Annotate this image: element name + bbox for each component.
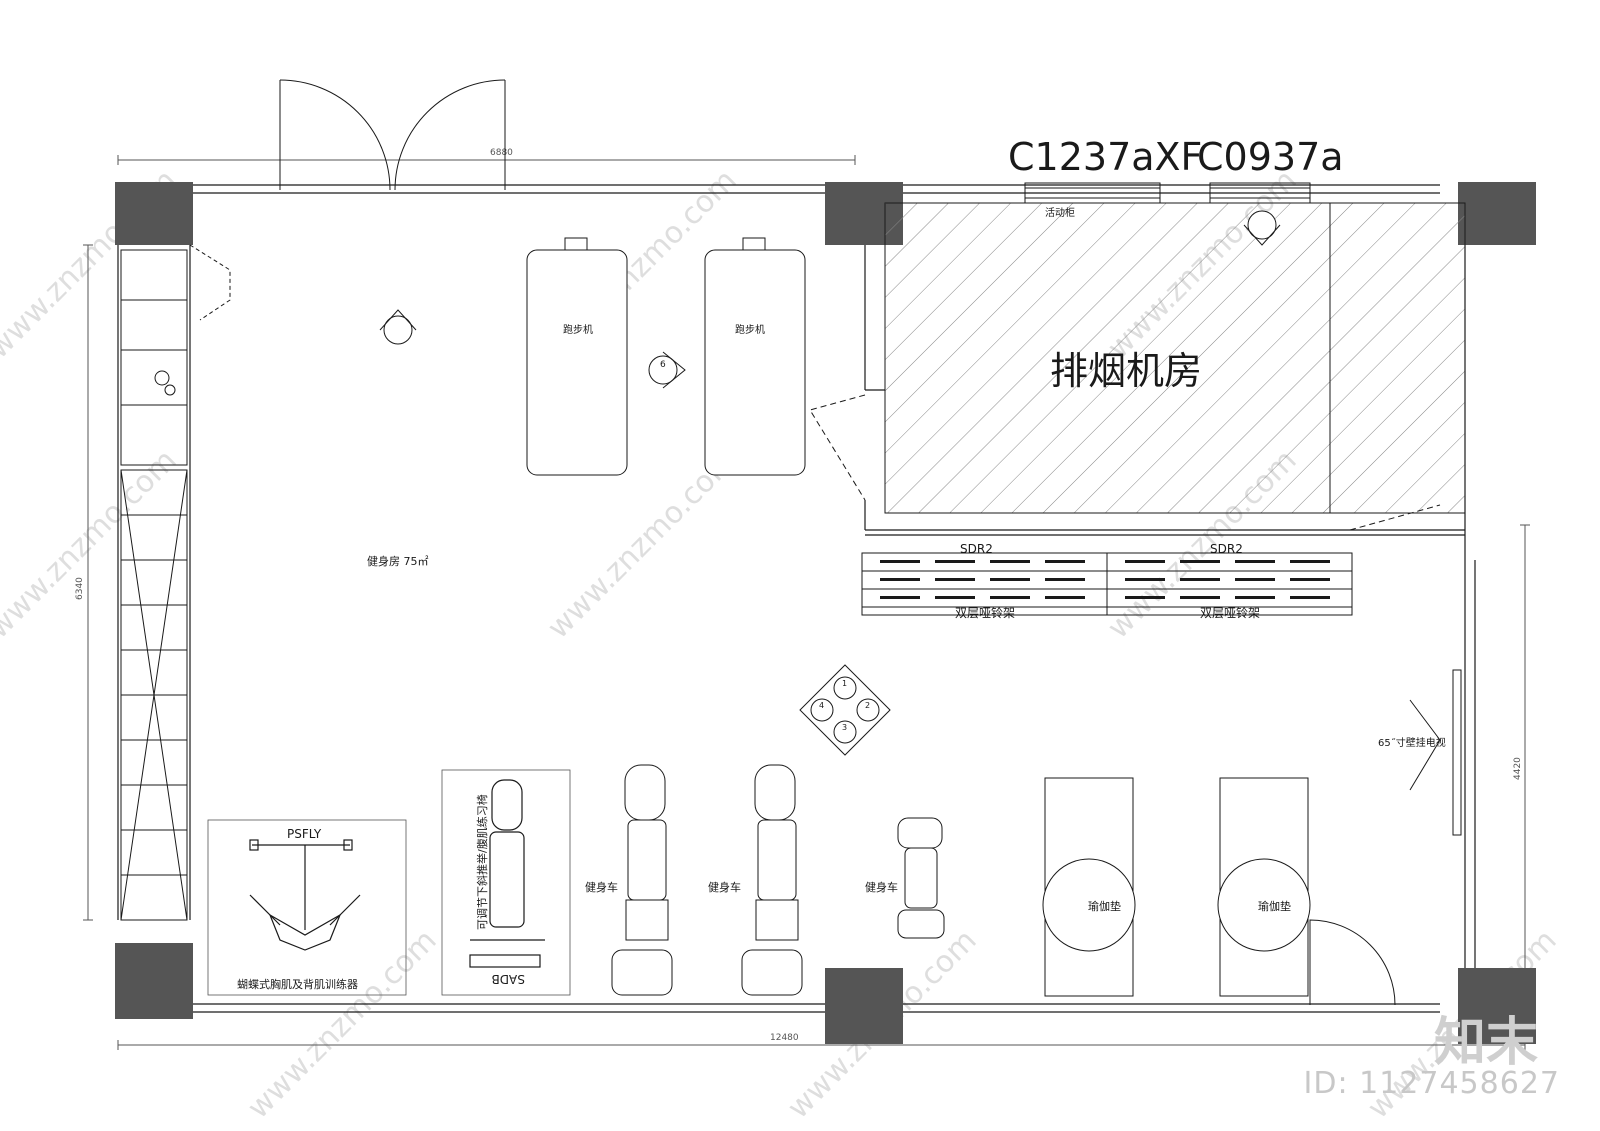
treadmill-label: 跑步机 — [563, 323, 593, 336]
dumbbells — [880, 560, 1330, 599]
fly-machine-label: 蝴蝶式胸肌及背肌训练器 — [237, 977, 358, 991]
entrance-door — [279, 79, 506, 191]
dimension-left: 6340 — [75, 577, 85, 600]
bike — [611, 764, 945, 996]
treadmill-label: 跑步机 — [735, 323, 765, 336]
section-marker-number: 1 — [842, 679, 847, 688]
window-label-left: C1237aXF — [1008, 135, 1202, 179]
yoga-mat-label: 瑜伽垫 — [1088, 899, 1121, 913]
fly-machine-code: PSFLY — [287, 827, 322, 841]
walls — [117, 184, 1476, 1013]
bench-label: 可调节下斜推举/腹肌练习椅 — [475, 794, 489, 930]
bench — [469, 779, 545, 968]
dimension-top: 6880 — [490, 148, 513, 158]
gym-label: 健身房 75㎡ — [367, 554, 429, 568]
tv-label: 65˝寸壁挂电视 — [1378, 736, 1446, 749]
section-marker-number: 6 — [660, 360, 666, 370]
vents — [1024, 182, 1311, 204]
bike-label: 健身车 — [865, 880, 898, 894]
column — [1458, 182, 1536, 245]
dumbbell-rack-label: 双层哑铃架 — [955, 605, 1015, 620]
section-marker-number: 3 — [842, 723, 847, 732]
dimension-right: 4420 — [1513, 757, 1523, 780]
movable-cabinet-label: 活动柜 — [1045, 206, 1075, 219]
exhaust-room-label: 排烟机房 — [1050, 349, 1202, 393]
column — [825, 968, 903, 1044]
watermark-text: www.znzmo.com — [0, 443, 184, 646]
column — [115, 943, 193, 1019]
columns — [115, 182, 1536, 1044]
side-door — [1309, 919, 1396, 1006]
watermark-logo: 知末 — [1433, 1013, 1538, 1073]
column — [1458, 968, 1536, 1044]
yoga-mat — [1042, 777, 1311, 997]
column — [115, 182, 193, 245]
section-marker-number: 4 — [819, 701, 824, 710]
dumbbell-rack — [861, 552, 1353, 616]
bench-area — [441, 769, 571, 996]
bike-label: 健身车 — [585, 880, 618, 894]
treadmill — [526, 237, 806, 476]
yoga-mat-label: 瑜伽垫 — [1258, 899, 1291, 913]
dumbbell-rack-code: SDR2 — [960, 542, 993, 556]
dumbbell-rack-label: 双层哑铃架 — [1200, 605, 1260, 620]
bike-label: 健身车 — [708, 880, 741, 894]
section-marker-number: 2 — [865, 701, 870, 710]
fly-machine — [249, 839, 361, 951]
wall-tv — [1409, 669, 1462, 836]
window-label-right: C0937a — [1197, 135, 1344, 179]
watermark-text: www.znzmo.com — [241, 923, 444, 1126]
fly-machine-area — [207, 819, 407, 996]
exhaust-room-area — [884, 202, 1466, 514]
dimension-bottom: 12480 — [770, 1033, 799, 1043]
section-markers — [379, 210, 1281, 756]
dumbbell-rack-code: SDR2 — [1210, 542, 1243, 556]
bench-code: SADB — [491, 972, 525, 986]
watermark-id: ID: 1127458627 — [1303, 1066, 1560, 1101]
wall-cabinets — [120, 249, 188, 921]
side-door — [189, 244, 231, 321]
